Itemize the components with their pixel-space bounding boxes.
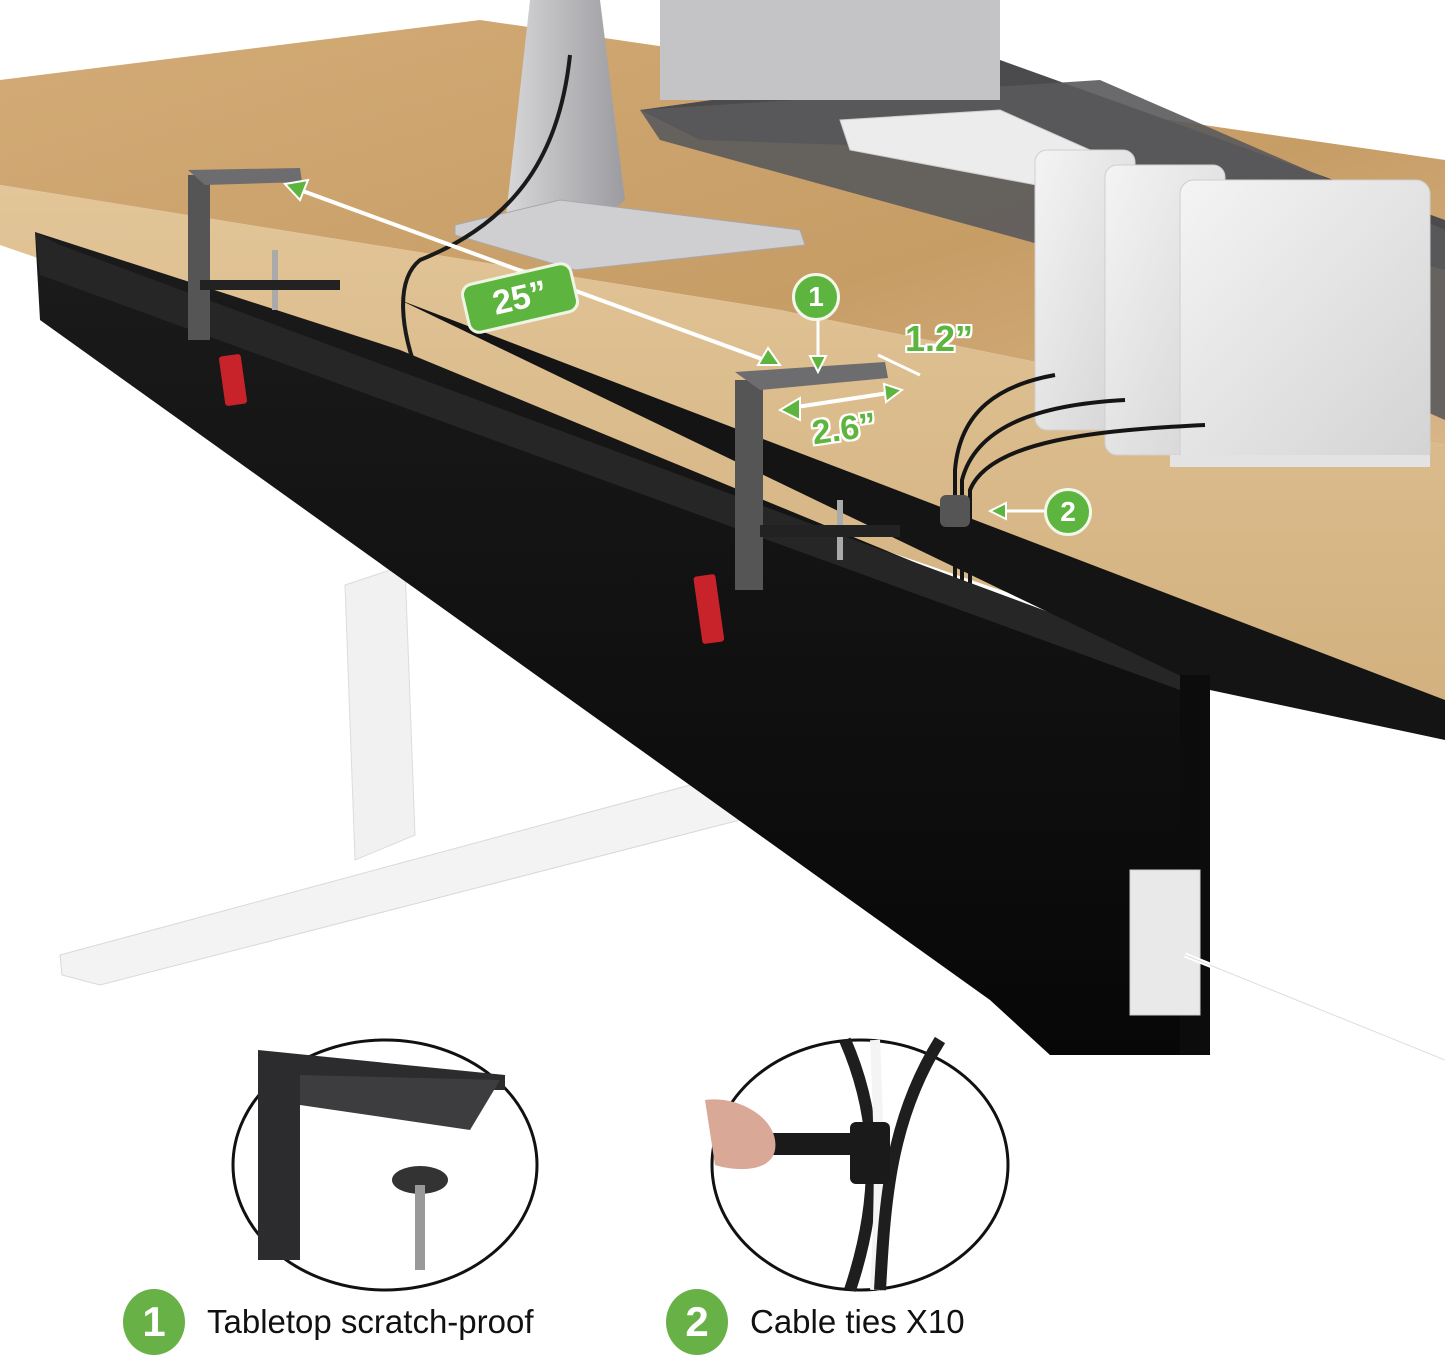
feature-scratch-proof: 1 Tabletop scratch-proof bbox=[123, 1289, 534, 1355]
clamp-right bbox=[735, 362, 900, 590]
box-cables bbox=[953, 373, 1206, 640]
callout-badge-1: 1 bbox=[792, 273, 840, 321]
feature-label: Cable ties X10 bbox=[750, 1303, 965, 1340]
detail-circle-clamp bbox=[231, 1038, 539, 1292]
pull-tab-right bbox=[693, 574, 725, 644]
feature-label: Tabletop scratch-proof bbox=[207, 1303, 534, 1340]
clamp-thickness-label: 1.2” bbox=[905, 318, 974, 359]
monitor-cable bbox=[401, 54, 572, 441]
pull-tab-left bbox=[219, 354, 247, 406]
callout-badge-2: 2 bbox=[1044, 488, 1092, 536]
desk-leg bbox=[59, 564, 741, 986]
storage-boxes bbox=[1034, 149, 1431, 467]
power-strip bbox=[1129, 869, 1445, 1063]
feature-number-badge: 1 bbox=[123, 1289, 185, 1355]
cable-tray bbox=[35, 232, 1445, 1055]
cable-tie bbox=[940, 495, 970, 527]
monitor bbox=[454, 0, 1000, 271]
detail-circle-cable-tie bbox=[705, 1036, 1010, 1292]
feature-cable-ties: 2 Cable ties X10 bbox=[666, 1289, 965, 1355]
feature-number-badge: 2 bbox=[666, 1289, 728, 1355]
clamp-left bbox=[188, 168, 340, 340]
